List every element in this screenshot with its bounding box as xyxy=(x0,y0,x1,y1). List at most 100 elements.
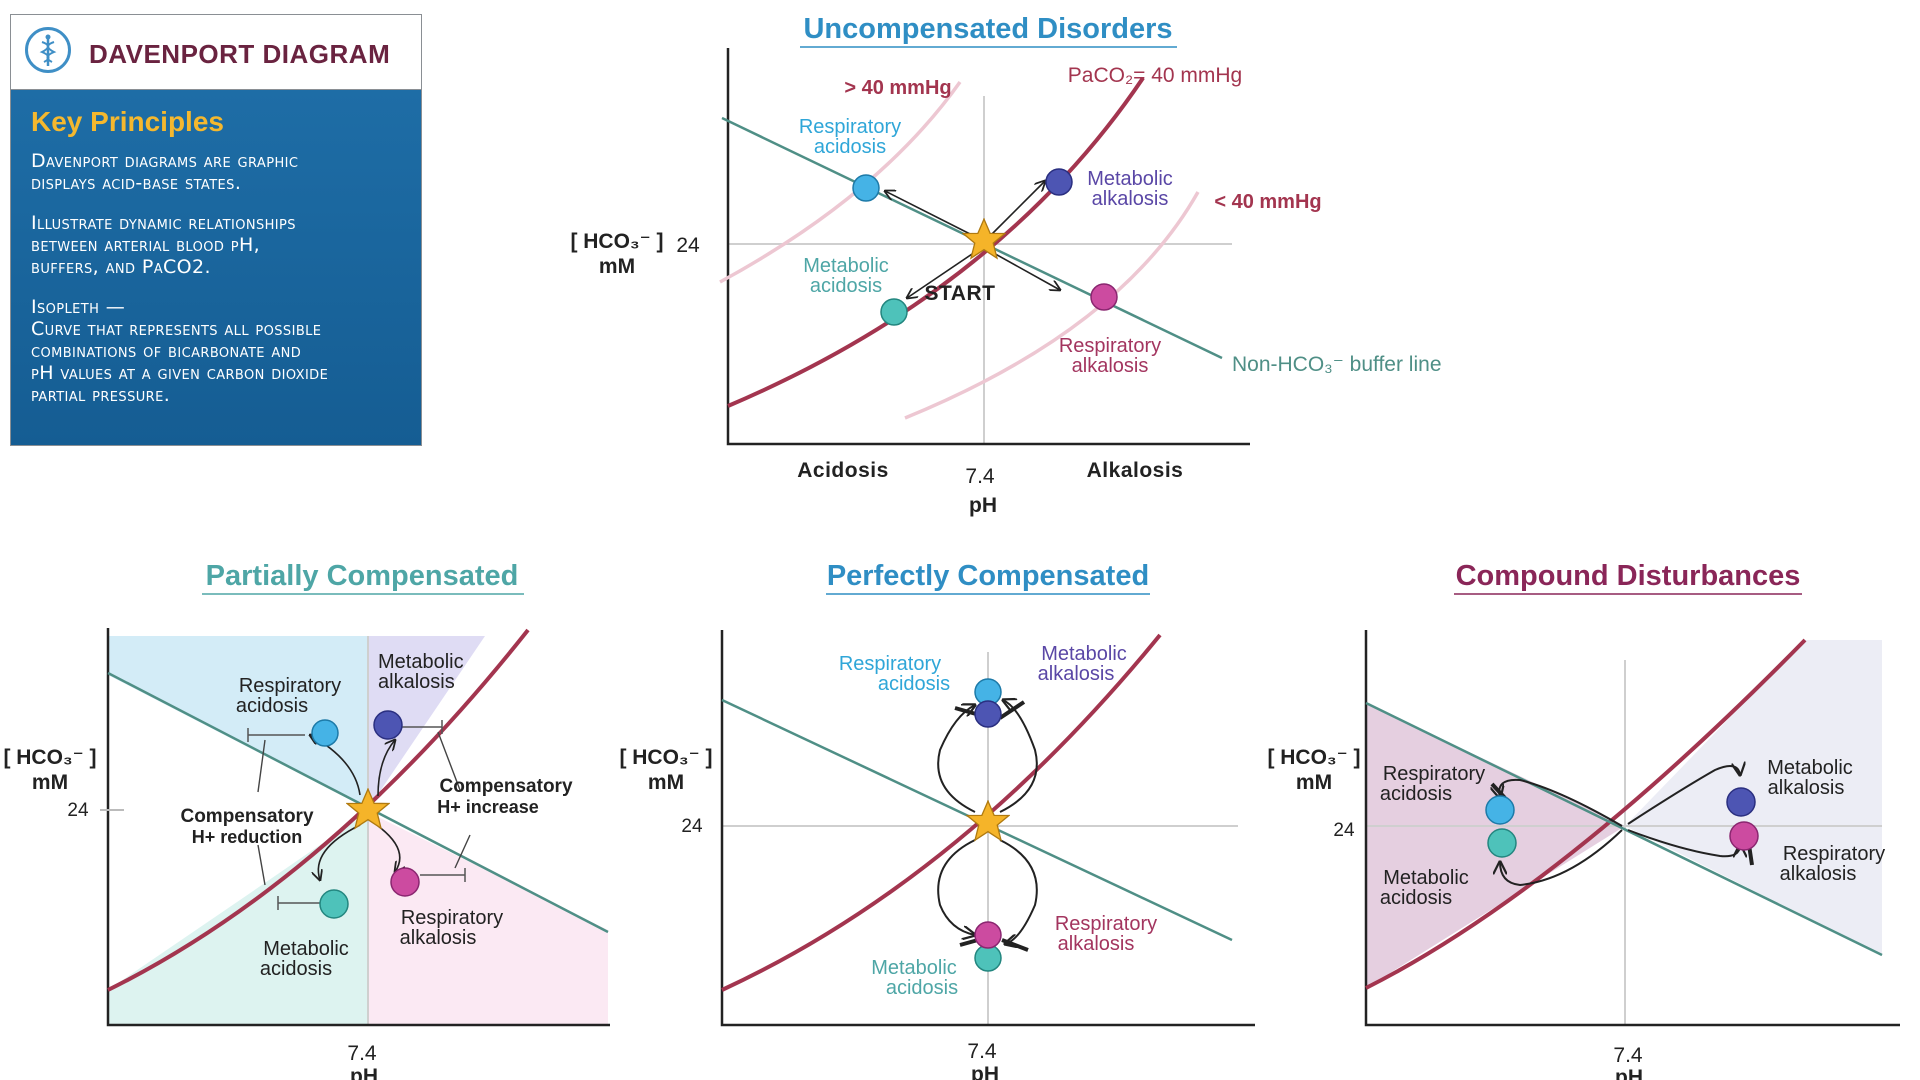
resp-acidosis-point xyxy=(852,174,880,202)
x-axis-label: pH xyxy=(971,1063,999,1080)
y-axis-unit: mM xyxy=(1296,771,1332,794)
resp-acidosis-label-2: acidosis xyxy=(878,673,950,695)
axes xyxy=(726,48,1250,446)
partially-compensated-diagram: Partially Compensated Respiratory acidos… xyxy=(3,560,610,1080)
x-axis-label: pH xyxy=(969,494,997,517)
isopleth-gt40 xyxy=(719,80,962,284)
arrow-down-right xyxy=(999,839,1038,944)
isopleth xyxy=(107,628,530,992)
resp-acidosis-label-2: acidosis xyxy=(236,695,308,717)
buffer-line-label: Non-HCO₃⁻ buffer line xyxy=(1232,353,1442,376)
panel-body: Key Principles Davenport diagrams are gr… xyxy=(11,90,421,445)
acidosis-axis-label: Acidosis xyxy=(797,459,889,482)
resp-acidosis-label: Respiratory xyxy=(239,675,341,697)
comp-leader-reduction xyxy=(257,739,266,886)
arrow-up-left xyxy=(937,705,975,813)
resp-acidosis-label-2: acidosis xyxy=(814,136,886,158)
resp-acidosis-label: Respiratory xyxy=(799,116,901,138)
panel-header: DAVENPORT DIAGRAM xyxy=(11,15,421,90)
resp-alkalosis-label-2: alkalosis xyxy=(1072,355,1149,377)
arrow-down-left xyxy=(937,839,975,935)
compound-disturbances-diagram: Compound Disturbances Respiratory acidos… xyxy=(1267,560,1900,1080)
y-axis-label: [ HCO₃⁻ ] xyxy=(619,746,712,769)
caduceus-logo-icon xyxy=(25,27,71,73)
resp-alkalosis-point xyxy=(390,867,420,897)
arrow-to-resp-acidosis xyxy=(1499,778,1623,827)
resp-alkalosis-label: Respiratory xyxy=(401,907,503,929)
comp-reduction-label-2: H+ reduction xyxy=(192,827,303,847)
resp-alkalosis-region xyxy=(368,812,608,1025)
y-axis-label: [ HCO₃⁻ ] xyxy=(1267,746,1360,769)
comp-bar-resp-alkalosis xyxy=(420,868,466,882)
y-tick-24: 24 xyxy=(676,234,700,257)
x-tick-74: 7.4 xyxy=(965,465,995,488)
principle-3-line-5: partial pressure. xyxy=(31,384,171,406)
arrow-to-resp-alkalosis xyxy=(1627,829,1740,856)
principle-3-line-3: combinations of bicarbonate and xyxy=(31,340,302,362)
met-acidosis-point xyxy=(1487,828,1517,858)
arrow-to-met-alkalosis xyxy=(1627,766,1740,825)
arrow-to-resp-alkalosis xyxy=(989,250,1060,290)
x-tick-74: 7.4 xyxy=(967,1040,997,1063)
uncompensated-title: Uncompensated Disorders xyxy=(803,13,1172,45)
met-acidosis-label: Metabolic xyxy=(263,938,349,960)
principle-3: Isopleth — Curve that represents all pos… xyxy=(31,296,401,406)
met-acidosis-label-2: acidosis xyxy=(260,958,332,980)
isopleth xyxy=(721,633,1162,992)
resp-acidosis-point xyxy=(311,719,339,747)
resp-alkalosis-point xyxy=(974,921,1002,949)
start-label: START xyxy=(925,282,996,305)
principle-3-line-2: Curve that represents all possible xyxy=(31,318,322,340)
gt40-label: > 40 mmHg xyxy=(844,77,951,99)
met-alkalosis-label-2: alkalosis xyxy=(378,671,455,693)
resp-acidosis-label-2: acidosis xyxy=(1380,783,1452,805)
key-principles-panel: DAVENPORT DIAGRAM Key Principles Davenpo… xyxy=(10,14,422,446)
y-axis-label: [ HCO₃⁻ ] xyxy=(3,746,96,769)
met-alkalosis-label: Metabolic xyxy=(1767,757,1853,779)
x-tick-74: 7.4 xyxy=(1613,1044,1643,1067)
y-tick-24: 24 xyxy=(67,800,89,821)
met-alkalosis-label: Metabolic xyxy=(1041,643,1127,665)
met-alkalosis-region xyxy=(368,636,485,809)
met-alkalosis-point xyxy=(373,710,403,740)
arrow-to-met-acidosis xyxy=(1500,829,1623,887)
y-axis-unit: mM xyxy=(648,771,684,794)
axes xyxy=(1364,630,1900,1027)
principle-1-line-1: Davenport diagrams are graphic xyxy=(31,150,299,172)
page-title: DAVENPORT DIAGRAM xyxy=(89,39,391,69)
perfect-title: Perfectly Compensated xyxy=(827,560,1149,592)
met-acidosis-region xyxy=(108,812,368,1025)
comp-reduction-label: Compensatory xyxy=(180,806,313,827)
met-alkalosis-label-2: alkalosis xyxy=(1038,663,1115,685)
resp-alkalosis-label-2: alkalosis xyxy=(400,927,477,949)
arrow-to-met-alkalosis xyxy=(989,181,1045,237)
y-axis-label: [ HCO₃⁻ ] xyxy=(570,230,663,253)
met-acidosis-point xyxy=(974,944,1002,972)
principle-3-line-1: Isopleth — xyxy=(31,296,126,318)
x-tick-74: 7.4 xyxy=(347,1042,377,1065)
y-tick-24: 24 xyxy=(681,816,703,837)
met-alkalosis-point xyxy=(1045,168,1073,196)
met-acidosis-label: Metabolic xyxy=(871,957,957,979)
x-axis-label: pH xyxy=(350,1065,378,1080)
arrow-up-right xyxy=(1000,700,1038,813)
principle-2-line-3: buffers, and PaCO2. xyxy=(31,256,211,278)
met-alkalosis-label: Metabolic xyxy=(378,651,464,673)
comp-increase-label: Compensatory xyxy=(439,776,572,797)
resp-alkalosis-point xyxy=(1090,283,1118,311)
axes xyxy=(720,630,1255,1027)
y-axis-unit: mM xyxy=(32,771,68,794)
arrow-to-resp-alkalosis xyxy=(377,825,400,872)
comp-bar-met-acidosis xyxy=(277,896,320,910)
met-acidosis-label: Metabolic xyxy=(803,255,889,277)
met-acidosis-label-2: acidosis xyxy=(886,977,958,999)
arrow-to-resp-acidosis xyxy=(885,191,979,239)
resp-alkalosis-label: Respiratory xyxy=(1059,335,1161,357)
compound-title: Compound Disturbances xyxy=(1456,560,1801,592)
alkalosis-axis-label: Alkalosis xyxy=(1087,459,1184,482)
met-alkalosis-point xyxy=(1726,787,1756,817)
arrow-to-met-acidosis xyxy=(907,249,979,298)
met-acidosis-label: Metabolic xyxy=(1383,867,1469,889)
principle-1-line-2: displays acid-base states. xyxy=(31,172,242,194)
